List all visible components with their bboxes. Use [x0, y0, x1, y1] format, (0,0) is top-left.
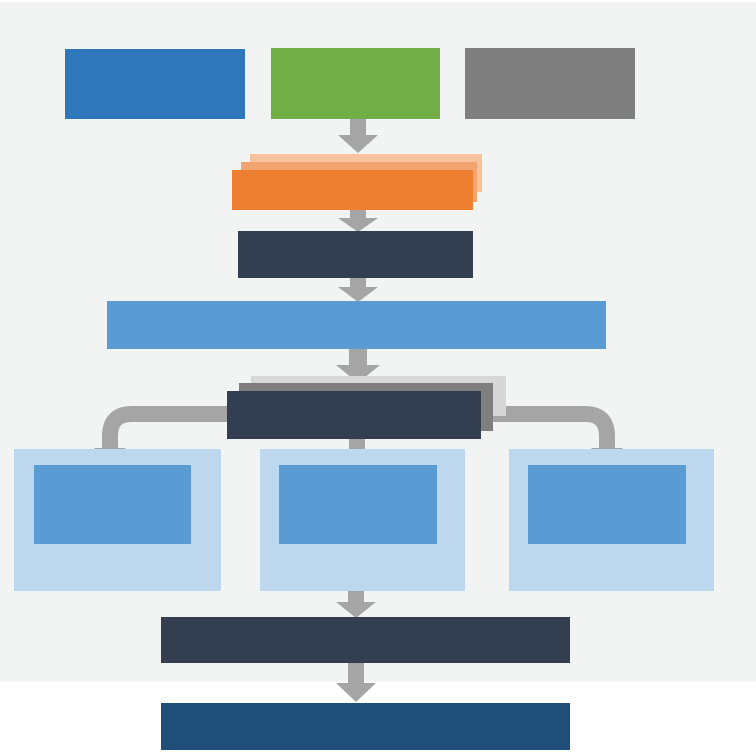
merge-step-box	[161, 617, 570, 663]
stacked-step-box	[232, 170, 473, 210]
output-box	[161, 703, 570, 750]
input-box-gray	[465, 48, 635, 119]
branch-left-box	[34, 465, 191, 544]
connector-right	[480, 406, 615, 450]
branch-hub-box	[227, 391, 481, 439]
down-arrow-icon	[338, 119, 378, 153]
branch-center-frame	[260, 449, 465, 591]
branch-right-frame	[509, 449, 714, 591]
down-arrow-icon	[336, 663, 376, 702]
down-arrow-icon	[336, 349, 380, 383]
wide-step-box	[107, 301, 606, 349]
input-box-blue	[65, 49, 245, 119]
down-arrow-icon	[338, 210, 378, 232]
branch-center-box	[279, 465, 437, 544]
input-box-green	[271, 48, 440, 119]
down-arrow-icon	[338, 278, 378, 302]
branch-left-frame	[14, 449, 221, 591]
connector-left	[102, 406, 228, 450]
branch-right-box	[528, 465, 686, 544]
down-arrow-icon	[336, 591, 376, 618]
step-box-navy	[238, 231, 473, 278]
